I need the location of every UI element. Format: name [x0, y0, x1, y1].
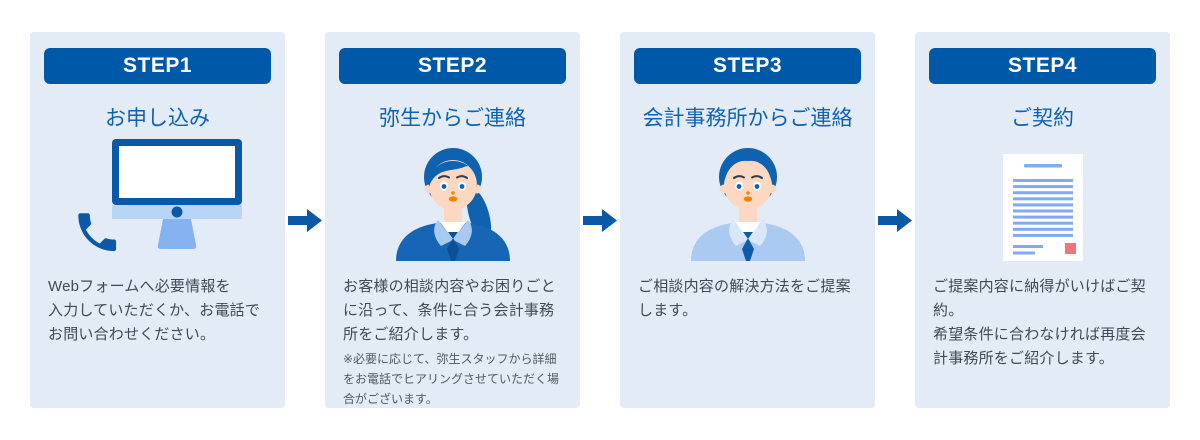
male-accountant-icon: [690, 148, 805, 262]
step-card-4: STEP4 ご契約 ご提案内容に納得がいけばご契 約。: [915, 32, 1170, 408]
female-staff-illustration: [343, 139, 562, 262]
step4-badge-label: STEP4: [1007, 54, 1078, 77]
contract-document-icon: [933, 139, 1152, 262]
arrow-step2-to-step3: [580, 32, 620, 408]
step2-note: ※必要に応じて、弥生スタッフから詳細 をお電話でヒアリングさせていただく場 合が…: [343, 352, 560, 406]
right-arrow-icon: [288, 208, 322, 232]
male-accountant-illustration: [638, 139, 857, 262]
step2-badge-label: STEP2: [417, 54, 488, 77]
step1-description: Webフォームへ必要情報を 入力していただくか、お電話で お問い合わせください。: [48, 278, 261, 344]
step3-description: ご相談内容の解決方法をご提案 します。: [638, 278, 851, 320]
step4-description: ご提案内容に納得がいけばご契 約。 希望条件に合わなければ再度会 計事務所をご紹…: [933, 278, 1146, 368]
desktop-monitor-icon: [77, 139, 242, 252]
step2-description: お客様の相談内容やお困りごと に沿って、条件に合う会計事務 所をご紹介します。: [343, 278, 556, 344]
female-staff-icon: [395, 148, 510, 262]
step1-badge: STEP1: [44, 48, 271, 84]
step-card-2: STEP2 弥生からご連絡: [325, 32, 580, 408]
step-card-3: STEP3 会計事務所からご連絡: [620, 32, 875, 408]
step2-badge: STEP2: [339, 48, 566, 84]
hanko-stamp-icon: [1064, 243, 1076, 255]
step3-badge: STEP3: [634, 48, 861, 84]
step4-badge: STEP4: [929, 48, 1156, 84]
step3-badge-label: STEP3: [712, 54, 783, 77]
step2-title: 弥生からご連絡: [379, 107, 526, 130]
step4-title: ご契約: [1011, 107, 1074, 130]
phone-handset-icon: [77, 213, 116, 252]
step1-title: お申し込み: [105, 107, 210, 130]
right-arrow-icon: [583, 208, 617, 232]
document-icon: [1002, 154, 1083, 262]
right-arrow-icon: [878, 208, 912, 232]
step1-badge-label: STEP1: [122, 54, 193, 77]
arrow-step1-to-step2: [285, 32, 325, 408]
process-steps-diagram: STEP1 お申し込み Webフォームへ必要情報を 入力していただくか、お電話で…: [30, 32, 1170, 408]
step-card-1: STEP1 お申し込み Webフォームへ必要情報を 入力していただくか、お電話で…: [30, 32, 285, 408]
computer-and-phone-icon: [48, 139, 267, 261]
arrow-step3-to-step4: [875, 32, 915, 408]
step3-title: 会計事務所からご連絡: [642, 107, 853, 130]
